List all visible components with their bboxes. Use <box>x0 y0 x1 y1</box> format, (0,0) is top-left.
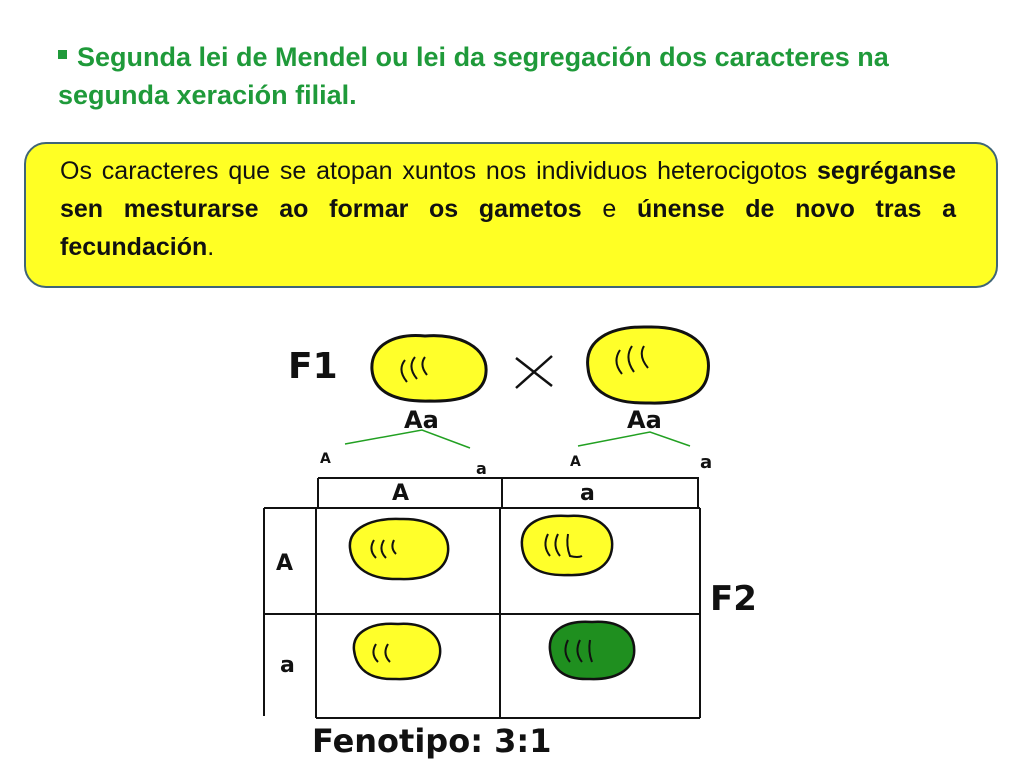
parent-right-genotype: Aa <box>627 406 662 434</box>
slide-title: Segunda lei de Mendel ou lei da segregac… <box>58 38 978 114</box>
branch-lines-left <box>344 429 471 449</box>
branch-lines-right <box>577 431 691 447</box>
parent-right-pea <box>586 325 710 405</box>
wrinkle-icon <box>544 533 583 558</box>
gamete-left-A: A <box>320 451 331 467</box>
definition-text: Os caracteres que se atopan xuntos nos i… <box>60 152 956 266</box>
offspring-Aa-bottom-pea <box>352 622 442 681</box>
gamete-right-a: a <box>700 452 712 473</box>
definition-bold1: segréganse sen mesturarse ao formar os g… <box>60 157 956 223</box>
phenotype-label: Fenotipo: 3:1 <box>312 722 551 760</box>
definition-bold2: únense de novo tras a fecundación <box>60 195 957 261</box>
definition-box: Os caracteres que se atopan xuntos nos i… <box>24 142 998 288</box>
row-header-A: A <box>276 551 293 576</box>
offspring-AA-pea <box>348 517 450 581</box>
wrinkle-icon <box>372 643 391 663</box>
definition-part1: Os caracteres que se atopan xuntos nos i… <box>60 157 818 185</box>
f2-label: F2 <box>710 579 757 619</box>
definition-part3: . <box>207 233 215 261</box>
wrinkle-icon <box>615 345 649 375</box>
cross-symbol: x <box>0 0 1 1</box>
col-header-A: A <box>392 481 409 506</box>
offspring-aa-pea <box>548 620 636 681</box>
gamete-right-A: A <box>570 454 581 470</box>
gamete-left-a: a <box>476 459 487 478</box>
cross-icon <box>515 355 553 389</box>
square-bullet-icon <box>58 50 67 60</box>
parent-left-genotype: Aa <box>404 406 439 434</box>
parent-left-pea <box>370 334 488 403</box>
title-text: Segunda lei de Mendel ou lei da segregac… <box>58 42 889 110</box>
f1-label: F1 <box>288 346 338 387</box>
wrinkle-icon <box>370 539 397 559</box>
definition-part2: e <box>581 195 638 223</box>
wrinkle-icon <box>564 639 593 663</box>
row-header-a: a <box>280 653 295 678</box>
punnett-grid <box>263 477 701 719</box>
wrinkle-icon <box>400 356 428 383</box>
col-header-a: a <box>580 481 595 506</box>
